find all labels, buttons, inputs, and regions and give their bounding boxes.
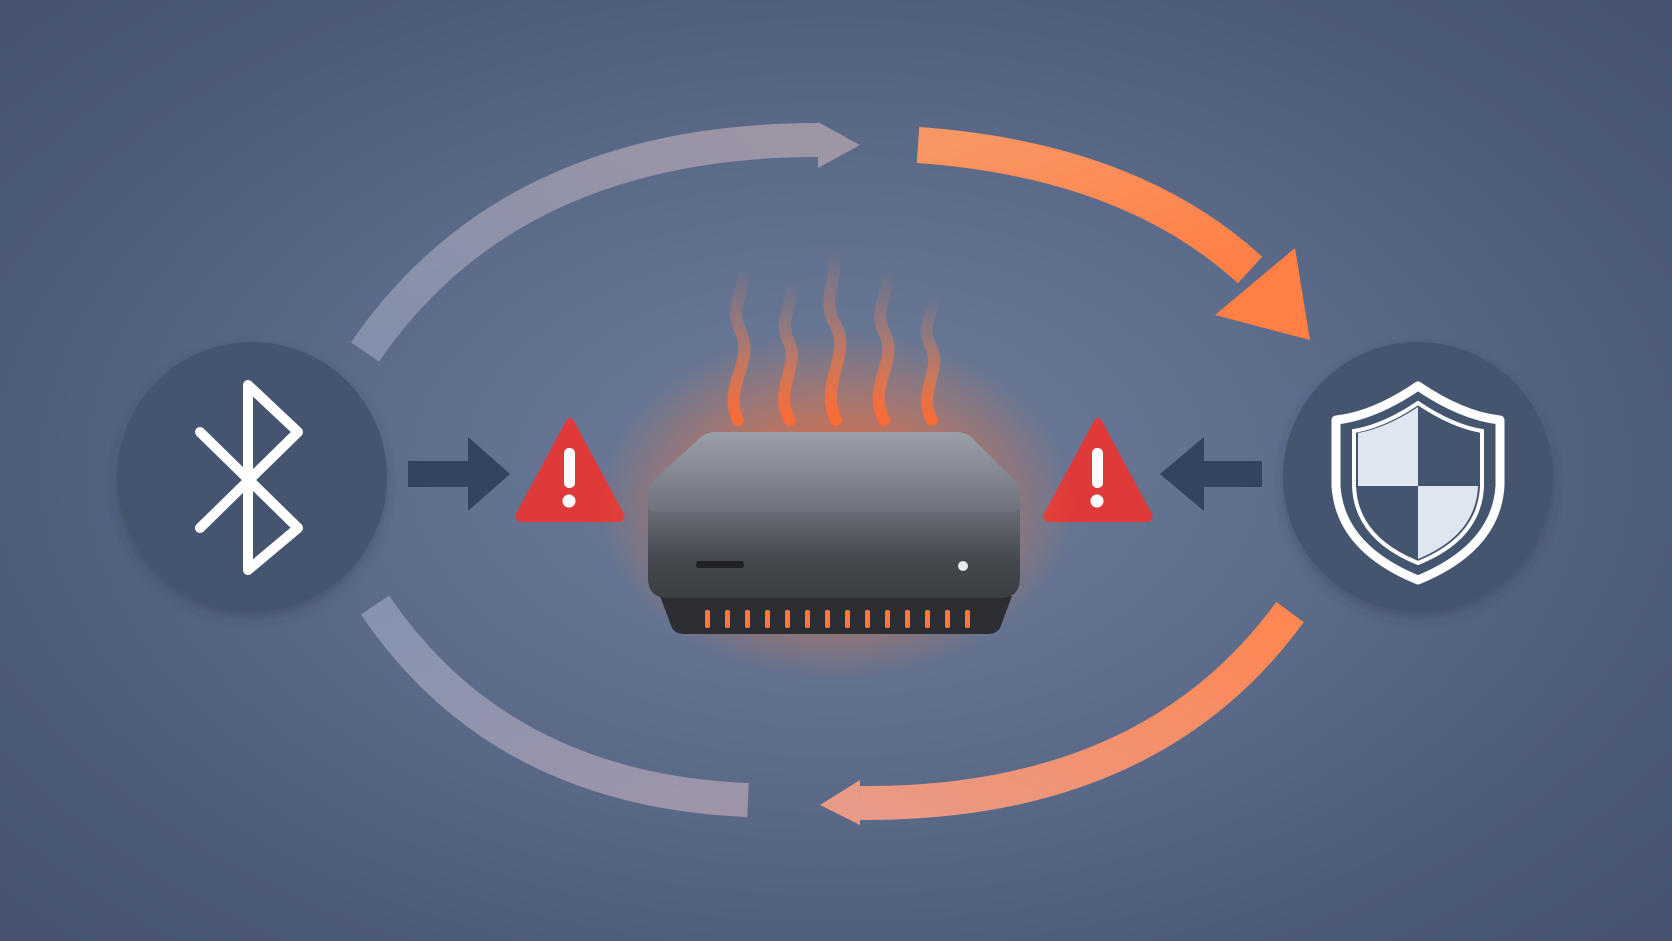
bluetooth-node [117,342,387,612]
bluetooth-icon [195,380,303,575]
flow-arc-top-right [916,127,1310,340]
inbound-arrow-right [1160,437,1262,511]
vent-slots [705,610,970,628]
mini-pc-node [596,242,1076,680]
heat-waves [727,242,941,426]
flow-arc-top-left [350,122,860,362]
flow-arc-bottom-left [360,595,749,817]
inbound-arrow-left [408,437,510,511]
security-node [1283,342,1553,612]
power-led [958,561,968,571]
security-shield-icon [1331,381,1505,585]
disc-slot [696,561,744,568]
mini-pc-icon [648,432,1020,634]
flow-arc-bottom-right [820,602,1304,825]
